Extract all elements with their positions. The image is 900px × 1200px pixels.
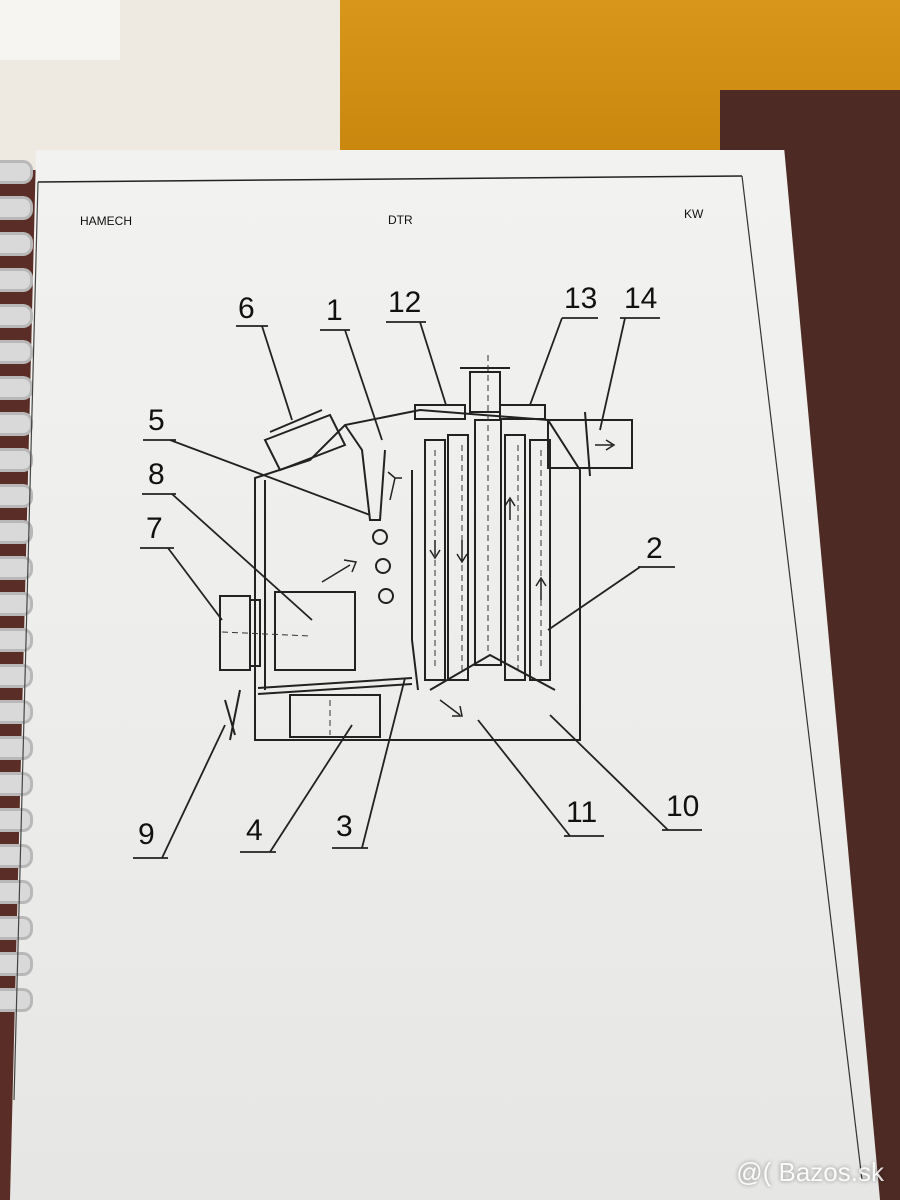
callout-14: 14 bbox=[624, 282, 658, 315]
header-left: HAMECH bbox=[80, 214, 133, 228]
callout-12: 12 bbox=[388, 286, 422, 319]
callout-2: 2 bbox=[646, 532, 663, 565]
binder-rings bbox=[0, 160, 34, 1012]
header-right: KW bbox=[684, 207, 704, 221]
callout-3: 3 bbox=[336, 810, 353, 843]
callout-1: 1 bbox=[326, 294, 343, 327]
background-paper-sheet bbox=[0, 0, 120, 60]
watermark: @( Bazos.sk bbox=[736, 1157, 884, 1187]
header-center: DTR bbox=[388, 213, 413, 227]
callout-4: 4 bbox=[246, 814, 263, 847]
callout-9: 9 bbox=[138, 818, 155, 851]
callout-5: 5 bbox=[148, 404, 165, 437]
callout-11: 11 bbox=[566, 796, 598, 829]
callout-13: 13 bbox=[564, 282, 598, 315]
callout-7: 7 bbox=[146, 512, 163, 545]
callout-8: 8 bbox=[148, 458, 165, 491]
callout-6: 6 bbox=[238, 292, 255, 325]
callout-10: 10 bbox=[666, 790, 700, 823]
